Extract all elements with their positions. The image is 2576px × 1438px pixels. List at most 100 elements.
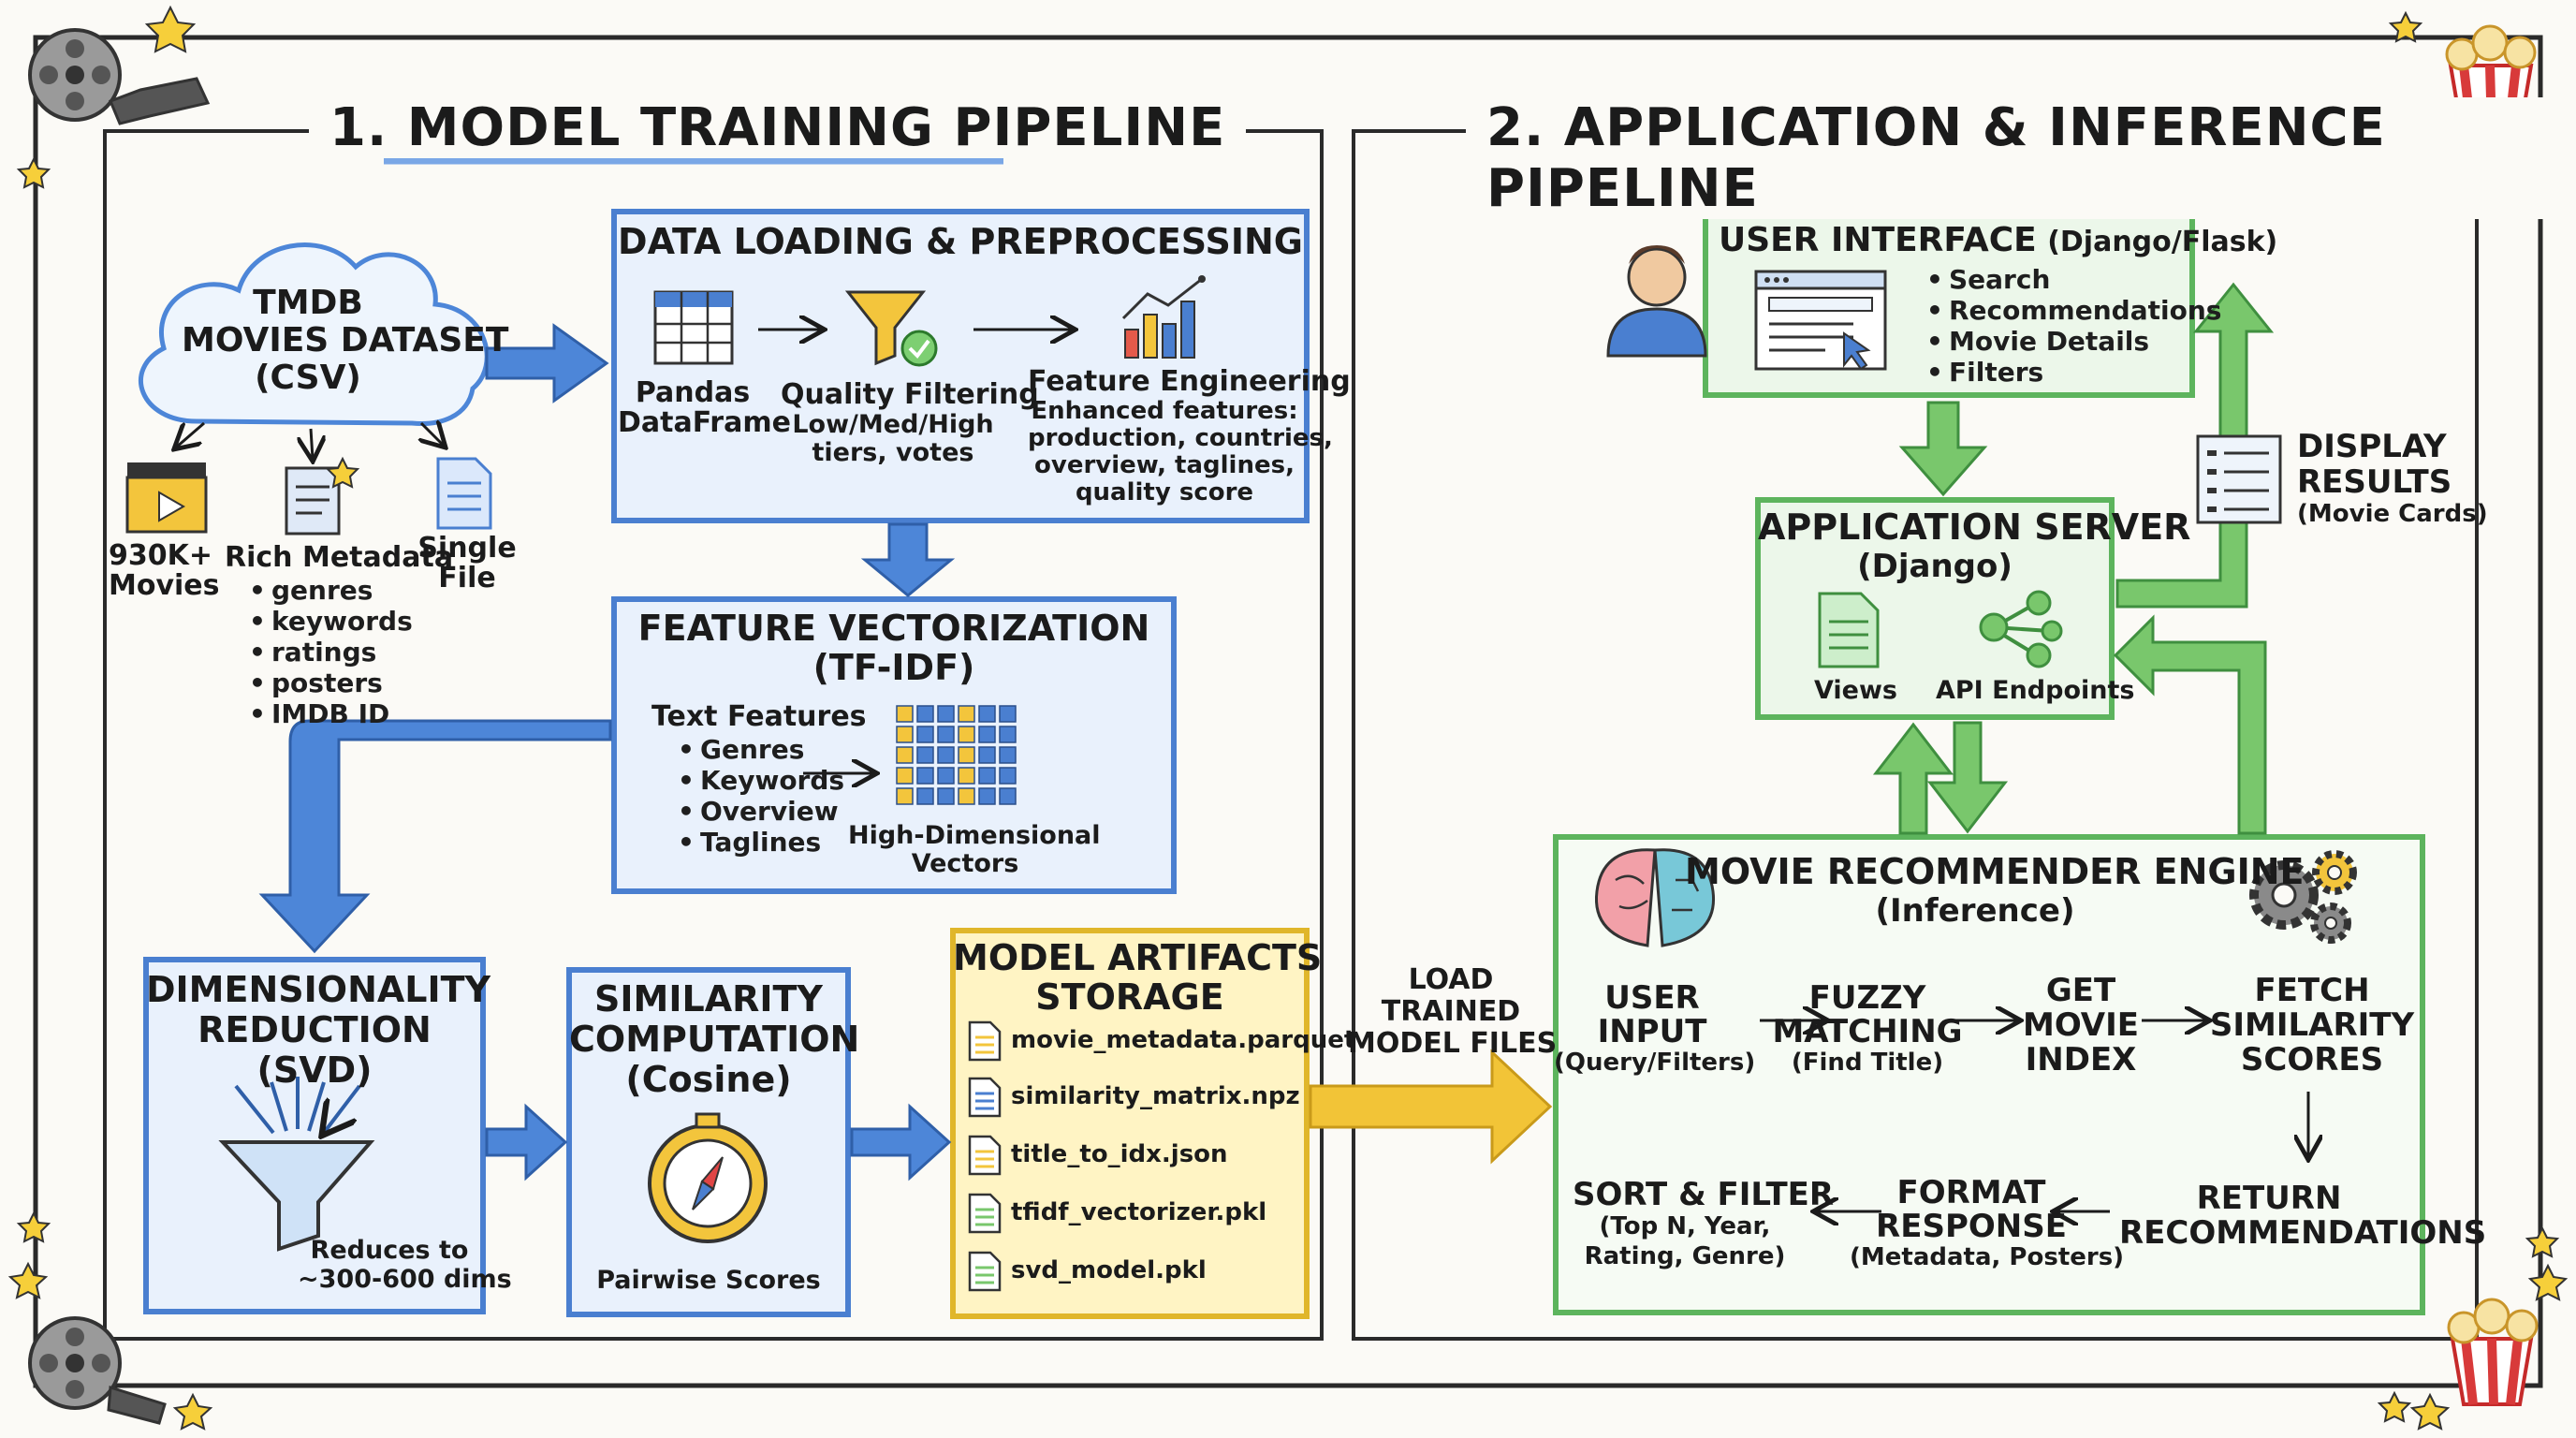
file-icon — [968, 1135, 1002, 1176]
ui-title-sub: (Django/Flask) — [2047, 226, 2278, 258]
step-line: MOVIE — [2022, 1006, 2139, 1044]
arrow-dataset-to-preprocessing — [485, 323, 609, 404]
vectors-line: High-Dimensional — [848, 821, 1101, 850]
artifacts-title: MODEL ARTIFACTS STORAGE — [953, 938, 1322, 1018]
api-endpoints-label: API Endpoints — [1936, 676, 2135, 705]
grid-cell — [999, 767, 1017, 785]
metadata-item: keywords — [249, 606, 413, 637]
step-line: SCORES — [2240, 1041, 2384, 1078]
film-reel-icon — [28, 1316, 167, 1425]
engine-step-return: RETURN RECOMMENDATIONS — [2119, 1181, 2486, 1251]
load-line: MODEL FILES — [1348, 1027, 1558, 1060]
step-line: MATCHING — [1772, 1013, 1963, 1050]
feature-engineering-sub: overview, taglines, — [1034, 451, 1295, 479]
outer-frame — [33, 35, 2543, 1388]
vectors-line: Vectors — [911, 849, 1019, 878]
display-results-sub: (Movie Cards) — [2297, 500, 2488, 528]
document-icon — [436, 457, 492, 530]
step-line: USER — [1604, 979, 1700, 1017]
step-line: SORT & FILTER — [1573, 1176, 1835, 1213]
file-icon — [968, 1193, 1002, 1234]
grid-cell — [999, 726, 1017, 743]
pandas-label: Pandas DataFrame — [618, 378, 791, 438]
grid-cell — [958, 726, 975, 743]
artifacts-title-line: STORAGE — [1035, 976, 1224, 1018]
preprocessing-title: DATA LOADING & PREPROCESSING — [618, 221, 1303, 262]
feature-engineering-label: Feature Engineering Enhanced features: p… — [1028, 365, 1351, 506]
engine-title-line: MOVIE RECOMMENDER ENGINE — [1685, 851, 2305, 892]
step-line: SIMILARITY — [2209, 1006, 2415, 1044]
vectorization-title: FEATURE VECTORIZATION (TF-IDF) — [614, 609, 1174, 687]
display-results-line: RESULTS — [2297, 463, 2452, 501]
single-file-line: File — [438, 562, 496, 594]
load-label: LOAD TRAINED MODEL FILES — [1348, 963, 1558, 1060]
metadata-item: posters — [249, 668, 413, 698]
grid-cell — [896, 787, 914, 805]
grid-cell — [916, 705, 934, 723]
engine-title-line: (Inference) — [1875, 892, 2075, 930]
step-line: FORMAT — [1896, 1174, 2046, 1211]
display-results-line: DISPLAY — [2297, 428, 2447, 465]
arrow-artifacts-to-engine — [1309, 1049, 1553, 1165]
grid-cell — [937, 746, 955, 764]
svd-title-line: REDUCTION — [198, 1009, 432, 1050]
file-icon — [968, 1251, 1002, 1292]
server-title-line: APPLICATION SERVER — [1758, 506, 2191, 548]
grid-icon — [896, 705, 1017, 805]
artifacts-box — [950, 928, 1310, 1319]
ui-feature-item: Search — [1926, 264, 2221, 295]
funnel-icon — [218, 1077, 375, 1252]
grid-cell — [916, 726, 934, 743]
similarity-title-line: (Cosine) — [625, 1059, 792, 1100]
arrow-preprocessing-to-vectorization — [860, 522, 956, 597]
grid-cell — [978, 726, 996, 743]
arrow-engine-to-server — [1872, 722, 1954, 835]
svd-note: Reduces to ~300-600 dims — [298, 1236, 512, 1294]
arrow-engine-to-server-right — [2113, 614, 2267, 835]
table-icon — [653, 290, 734, 365]
text-feature-item: Genres — [678, 734, 844, 765]
list-icon — [2196, 434, 2282, 524]
step-sub: Rating, Genre) — [1584, 1242, 1786, 1270]
dataset-line: MOVIES DATASET — [182, 321, 509, 360]
dataset-line: TMDB — [253, 284, 363, 322]
vectorization-title-line: (TF-IDF) — [812, 647, 975, 688]
artifact-file: movie_metadata.parquet — [1011, 1026, 1356, 1054]
quality-sub: tiers, votes — [812, 438, 974, 467]
brain-icon — [1594, 848, 1716, 947]
artifact-file: similarity_matrix.npz — [1011, 1082, 1300, 1110]
grid-cell — [958, 705, 975, 723]
step-sub: (Top N, Year, — [1599, 1212, 1771, 1240]
grid-cell — [958, 767, 975, 785]
grid-cell — [937, 767, 955, 785]
engine-step-format: FORMAT RESPONSE (Metadata, Posters) — [1850, 1174, 2124, 1271]
file-icon-lines — [975, 1150, 994, 1168]
step-line: INDEX — [2025, 1041, 2137, 1078]
ui-feature-item: Movie Details — [1926, 326, 2221, 357]
grid-cell — [916, 767, 934, 785]
arrow-vectorization-to-svd — [258, 719, 612, 954]
ui-feature-list: Search Recommendations Movie Details Fil… — [1923, 264, 2221, 388]
svd-title-line: (SVD) — [256, 1049, 373, 1091]
load-line: TRAINED — [1381, 995, 1521, 1028]
grid-cell — [958, 746, 975, 764]
grid-cell — [896, 767, 914, 785]
engine-step-user-input: USER INPUT (Query/Filters) — [1554, 979, 1755, 1077]
grid-cell — [978, 705, 996, 723]
grid-cell — [896, 746, 914, 764]
text-features-list: Genres Keywords Overview Taglines — [674, 734, 844, 858]
grid-cell — [916, 746, 934, 764]
single-file-label: Single File — [416, 534, 519, 594]
arrow-ui-to-server — [1898, 401, 1988, 497]
step-line: GET — [2045, 972, 2116, 1009]
display-results-label: DISPLAY RESULTS (Movie Cards) — [2297, 429, 2488, 528]
quality-label: Quality Filtering Low/Med/High tiers, vo… — [781, 378, 1039, 467]
file-icon — [968, 1077, 1002, 1118]
share-icon — [1979, 590, 2063, 668]
step-line: FETCH — [2254, 972, 2370, 1009]
grid-cell — [999, 787, 1017, 805]
vectorization-title-line: FEATURE VECTORIZATION — [637, 608, 1150, 649]
metadata-item: IMDB ID — [249, 698, 413, 729]
load-line: LOAD — [1408, 963, 1494, 996]
